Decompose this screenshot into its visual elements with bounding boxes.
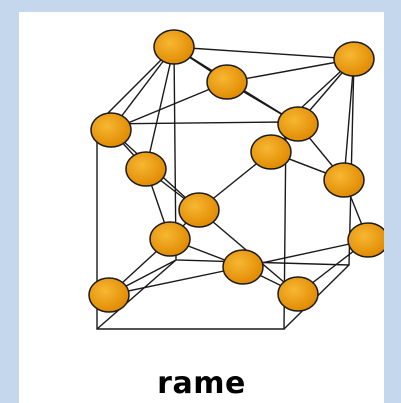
top-border-bar: [0, 0, 401, 12]
edge-bottom-left: [96, 259, 177, 330]
copper-atom: [277, 106, 319, 142]
copper-atom: [250, 134, 292, 170]
left-border-bar: [0, 0, 19, 403]
copper-atom: [178, 192, 220, 228]
atoms: [88, 29, 384, 313]
copper-atom: [88, 277, 130, 313]
caption-label: rame: [157, 366, 246, 401]
bond: [110, 81, 228, 131]
copper-atom: [333, 41, 375, 77]
content-panel: rame: [19, 12, 384, 403]
right-border-bar: [384, 0, 401, 403]
bond: [108, 266, 244, 296]
bond: [145, 46, 175, 170]
bond: [343, 58, 355, 181]
copper-atom: [149, 221, 191, 257]
copper-atom: [125, 151, 167, 187]
copper-atom: [222, 249, 264, 285]
copper-atom: [277, 276, 319, 312]
copper-atom: [206, 64, 248, 100]
copper-atom: [90, 112, 132, 148]
copper-atom: [347, 222, 384, 258]
bond: [226, 58, 355, 83]
copper-atom: [323, 162, 365, 198]
copper-crystal-lattice-diagram: [88, 29, 384, 330]
bond: [242, 239, 369, 268]
copper-atom: [153, 29, 195, 65]
